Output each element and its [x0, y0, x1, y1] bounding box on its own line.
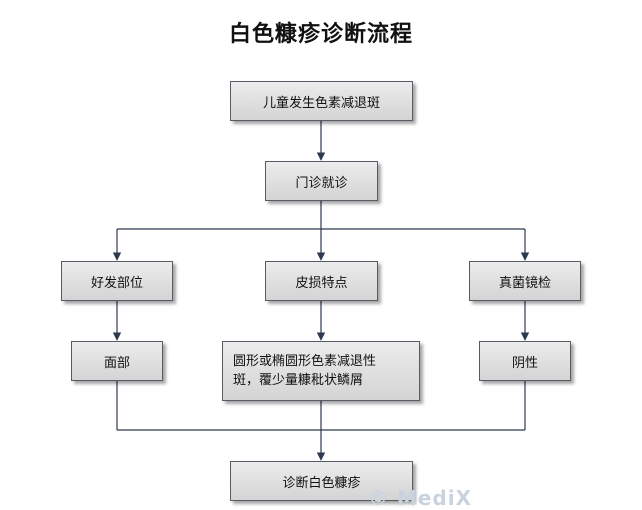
node-lesion-label: 皮损特点	[295, 275, 348, 291]
node-site-label: 好发部位	[90, 275, 143, 291]
node-lesion-result-line2: 斑，覆少量糠秕状鳞屑	[233, 373, 364, 388]
node-fungal-label: 真菌镜检	[498, 275, 551, 291]
node-start-label: 儿童发生色素减退斑	[262, 95, 380, 111]
node-lesion-result: 圆形或椭圆形色素减退性 斑，覆少量糠秕状鳞屑	[222, 341, 420, 401]
node-fungal-result-label: 阴性	[511, 355, 538, 371]
node-site-result: 面部	[71, 341, 163, 381]
node-diagnosis: 诊断白色糠疹	[230, 461, 413, 501]
node-diagnosis-label: 诊断白色糠疹	[282, 475, 361, 491]
node-start: 儿童发生色素减退斑	[230, 81, 413, 121]
node-lesion: 皮损特点	[265, 261, 378, 301]
node-fungal: 真菌镜检	[469, 261, 581, 301]
node-site-result-label: 面部	[103, 355, 130, 371]
watermark: © MediX	[367, 486, 472, 510]
node-site: 好发部位	[61, 261, 173, 301]
node-lesion-result-line1: 圆形或椭圆形色素减退性	[233, 354, 377, 369]
node-clinic: 门诊就诊	[265, 161, 378, 201]
node-fungal-result: 阴性	[479, 341, 571, 381]
diagram-title: 白色糠疹诊断流程	[228, 22, 413, 47]
node-clinic-label: 门诊就诊	[295, 175, 348, 191]
